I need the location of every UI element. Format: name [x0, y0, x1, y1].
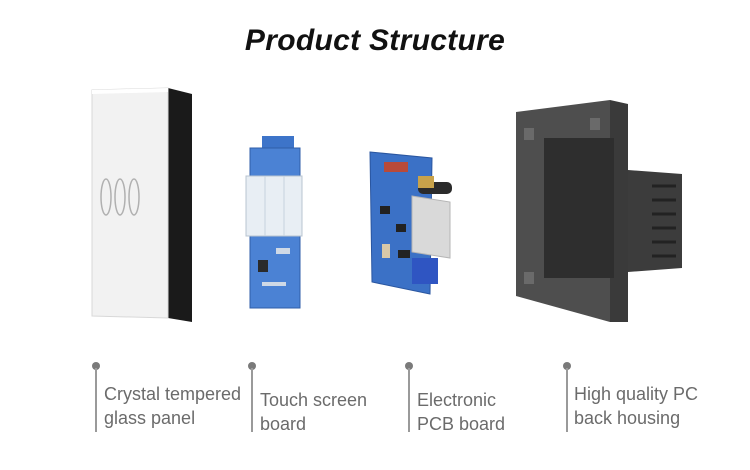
back-housing-image: [516, 100, 682, 322]
glass-panel-image: [91, 87, 192, 322]
marker-dot-3: [405, 362, 413, 370]
touch-board-image: [245, 136, 303, 309]
label-pcb-board: Electronic PCB board: [417, 388, 505, 436]
label-touch-board: Touch screen board: [260, 388, 367, 436]
label-line: PCB board: [417, 414, 506, 434]
marker-dot-1: [92, 362, 100, 370]
label-line: Electronic: [417, 390, 497, 410]
marker-line-2: [251, 368, 253, 432]
label-line: High quality PC: [574, 384, 699, 404]
marker-line-1: [95, 368, 97, 432]
label-glass-panel: Crystal tempered glass panel: [104, 382, 241, 430]
label-line: back housing: [574, 408, 681, 428]
page-title: Product Structure: [244, 24, 506, 57]
marker-dot-2: [248, 362, 256, 370]
label-line: Touch screen: [260, 390, 368, 410]
label-line: board: [260, 414, 307, 434]
pcb-board-image: [369, 151, 452, 295]
label-back-housing: High quality PC back housing: [574, 382, 698, 430]
label-line: glass panel: [104, 408, 196, 428]
marker-dot-4: [563, 362, 571, 370]
label-line: Crystal tempered: [104, 384, 242, 404]
marker-line-3: [408, 368, 410, 432]
marker-line-4: [566, 368, 568, 432]
